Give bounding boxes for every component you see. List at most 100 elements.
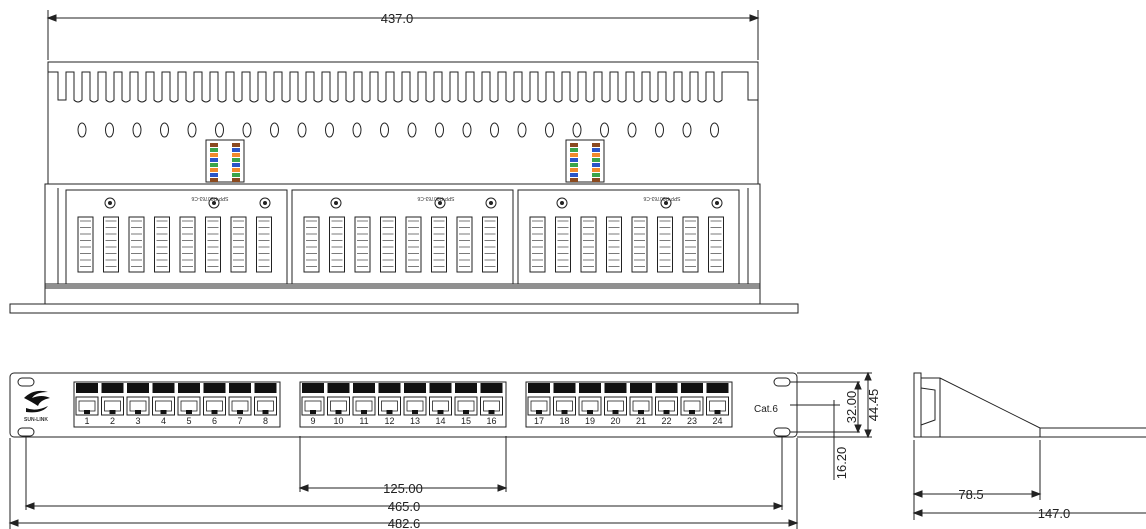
rj45-port [553,396,576,416]
port-number: 11 [359,416,368,426]
port-number: 16 [486,416,496,426]
rj45-port [429,396,452,416]
rj45-port [203,396,226,416]
port-number: 14 [435,416,445,426]
idc-block [303,216,320,273]
dim-hole-pitch: 32.00 [844,391,859,424]
idc-block [555,216,571,273]
vent-slot-icon [160,122,169,138]
screw-hole-icon [660,197,672,209]
screw-hole-icon [485,197,497,209]
rj45-port [101,396,124,416]
port-label-strip [655,383,678,393]
rj45-port [706,396,729,416]
port-number: 13 [410,416,420,426]
idc-block [103,216,119,273]
port-number: 5 [186,416,191,426]
vent-slot-icon [105,122,114,138]
vent-slot-icon [682,122,692,138]
rj45-port [152,396,175,416]
pcb-labels: SPP-P00763-C6 SPP-P00763-C6 SPP-P00763-C… [191,195,680,201]
rj45-port [254,396,277,416]
vent-slot-icon [627,122,637,138]
pcb-module-label-1: SPP-P00763-C6 [191,195,228,201]
vent-slot-icon [710,122,719,138]
vent-slot-icon [325,122,334,138]
idc-block [580,216,597,273]
dim-side-depth-short: 78.5 [958,487,983,502]
port-number: 2 [110,416,115,426]
port-label-strip [353,383,375,393]
idc-block [230,216,247,273]
rj45-port [403,396,427,416]
port-label-strip [254,383,277,393]
port-label-strip [152,383,175,393]
port-label-strip [630,383,652,393]
idc-block [482,216,498,273]
port-number: 9 [310,416,315,426]
rj45-port [301,396,325,416]
screw-hole-icon [330,197,342,209]
dim-mount-hole-span: 465.0 [388,499,421,514]
idc-block [606,216,622,273]
vent-slot-icon [242,122,252,138]
port-number: 22 [661,416,671,426]
brand-text: SUN-LINK [24,417,48,423]
front-dimension-lines [8,371,872,529]
idc-block [354,216,371,273]
pcb-module-label-3: SPP-P00763-C6 [643,195,680,201]
idc-block [154,216,170,273]
idc-block [405,216,422,273]
dim-hole-offset: 16.20 [834,447,849,480]
rj45-port [578,396,602,416]
category-label: Cat.6 [754,404,778,415]
idc-block [456,216,473,273]
top-view [9,10,799,314]
port-number: 8 [263,416,268,426]
rj45-port [327,396,350,416]
rj45-port [604,396,627,416]
vent-slot-icon [352,122,362,138]
rj45-port [527,396,551,416]
port-label-strip [178,383,200,393]
port-label-strip [706,383,729,393]
port-label-strip [579,383,601,393]
port-label-strip [429,383,452,393]
idc-block [431,216,447,273]
screw-hole-icon [104,197,116,209]
port-label-strip [480,383,503,393]
port-label-strip [76,383,98,393]
brand-logo: SUN-LINK [24,390,50,423]
vent-slot-icon [462,122,472,138]
port-number: 7 [237,416,242,426]
vent-slot-icon [407,122,417,138]
vent-slot-icon [297,122,307,138]
port-label-strip [604,383,627,393]
vent-slot-icon [187,122,197,138]
port-label-strip [229,383,251,393]
port-label-strip [553,383,576,393]
port-number: 1 [84,416,89,426]
screw-hole-icon [259,197,271,209]
rj45-port [228,396,252,416]
vent-slot-icon [270,122,279,138]
rj45-port [75,396,99,416]
port-label-strip [101,383,124,393]
rj45-port [680,396,704,416]
port-number: 15 [461,416,471,426]
port-number: 10 [333,416,343,426]
port-number: 4 [161,416,166,426]
port-label-strip [681,383,703,393]
port-number: 17 [534,416,544,426]
port-number: 3 [135,416,140,426]
idc-block [708,216,724,273]
vent-slot-icon [215,122,224,138]
side-view [912,372,1146,520]
dim-top-width: 437.0 [381,11,414,26]
idc-block [657,216,673,273]
idc-block [77,216,94,273]
idc-block [380,216,396,273]
screw-hole-icon [556,197,568,209]
